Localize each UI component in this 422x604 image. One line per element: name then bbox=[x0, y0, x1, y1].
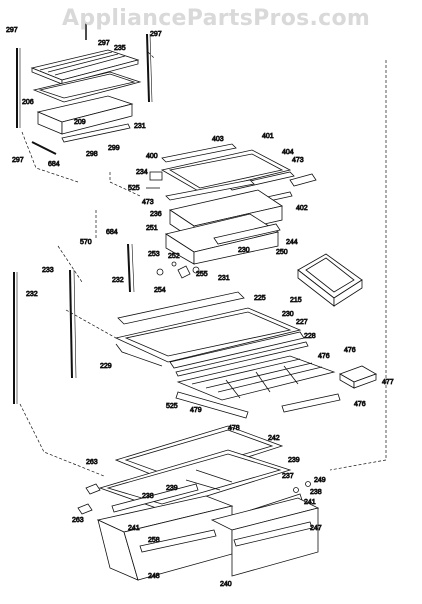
callout: 251 bbox=[146, 225, 158, 232]
callout: 263 bbox=[86, 459, 98, 466]
callout: 247 bbox=[310, 525, 322, 532]
bottom-crisper-assembly bbox=[77, 425, 320, 581]
callout: 232 bbox=[26, 291, 38, 298]
callout: 570 bbox=[80, 239, 92, 246]
callout: 239 bbox=[166, 485, 178, 492]
callout: 476 bbox=[344, 347, 356, 354]
callout: 258 bbox=[148, 537, 160, 544]
callout: 298 bbox=[86, 151, 98, 158]
callout: 525 bbox=[166, 403, 178, 410]
callout: 240 bbox=[220, 581, 232, 588]
top-shelf-assembly bbox=[16, 22, 153, 155]
callout: 263 bbox=[72, 517, 84, 524]
upper-right-assembly bbox=[146, 143, 363, 307]
callout: 250 bbox=[276, 249, 288, 256]
callout: 241 bbox=[128, 525, 140, 532]
callout: 244 bbox=[286, 239, 298, 246]
callout-labels: 297 297 297 235 206 209 298 299 231 684 … bbox=[6, 27, 395, 589]
callout: 684 bbox=[48, 161, 60, 168]
callout: 403 bbox=[212, 136, 224, 143]
callout: 237 bbox=[282, 473, 294, 480]
callout: 248 bbox=[148, 573, 160, 580]
callout: 231 bbox=[134, 123, 146, 130]
callout: 206 bbox=[22, 99, 34, 106]
watermark: AppliancePartsPros.com bbox=[62, 6, 371, 31]
callout: 235 bbox=[114, 45, 126, 52]
callout: 249 bbox=[314, 477, 326, 484]
main-shelf-assembly bbox=[13, 243, 377, 419]
callout: 525 bbox=[128, 185, 140, 192]
callout: 297 bbox=[12, 157, 24, 164]
callout: 254 bbox=[154, 287, 166, 294]
callout: 297 bbox=[6, 27, 18, 34]
callout: 402 bbox=[296, 205, 308, 212]
callout: 684 bbox=[106, 229, 118, 236]
callout: 473 bbox=[142, 199, 154, 206]
callout: 477 bbox=[382, 379, 394, 386]
callout: 299 bbox=[108, 145, 120, 152]
callout: 209 bbox=[74, 119, 86, 126]
callout: 297 bbox=[150, 31, 162, 38]
callout: 400 bbox=[146, 153, 158, 160]
callout: 239 bbox=[288, 457, 300, 464]
callout: 230 bbox=[238, 247, 250, 254]
callout: 236 bbox=[150, 211, 162, 218]
callout: 253 bbox=[148, 251, 160, 258]
callout: 255 bbox=[196, 271, 208, 278]
callout: 230 bbox=[282, 311, 294, 318]
callout: 231 bbox=[218, 275, 230, 282]
callout: 404 bbox=[282, 149, 294, 156]
callout: 476 bbox=[318, 353, 330, 360]
callout: 238 bbox=[310, 489, 322, 496]
callout: 479 bbox=[190, 407, 202, 414]
callout: 215 bbox=[290, 297, 302, 304]
callout: 473 bbox=[292, 157, 304, 164]
callout: 401 bbox=[262, 133, 274, 140]
callout: 478 bbox=[228, 425, 240, 432]
callout: 227 bbox=[296, 319, 308, 326]
callout: 228 bbox=[304, 333, 316, 340]
leader-lines bbox=[19, 51, 387, 477]
callout: 233 bbox=[42, 267, 54, 274]
callout: 229 bbox=[100, 363, 112, 370]
callout: 225 bbox=[254, 295, 266, 302]
callout: 238 bbox=[142, 493, 154, 500]
callout: 234 bbox=[136, 169, 148, 176]
callout: 297 bbox=[98, 40, 110, 47]
callout: 252 bbox=[168, 253, 180, 260]
callout: 232 bbox=[112, 277, 124, 284]
callout: 476 bbox=[354, 401, 366, 408]
callout: 241 bbox=[304, 499, 316, 506]
callout: 242 bbox=[268, 435, 280, 442]
